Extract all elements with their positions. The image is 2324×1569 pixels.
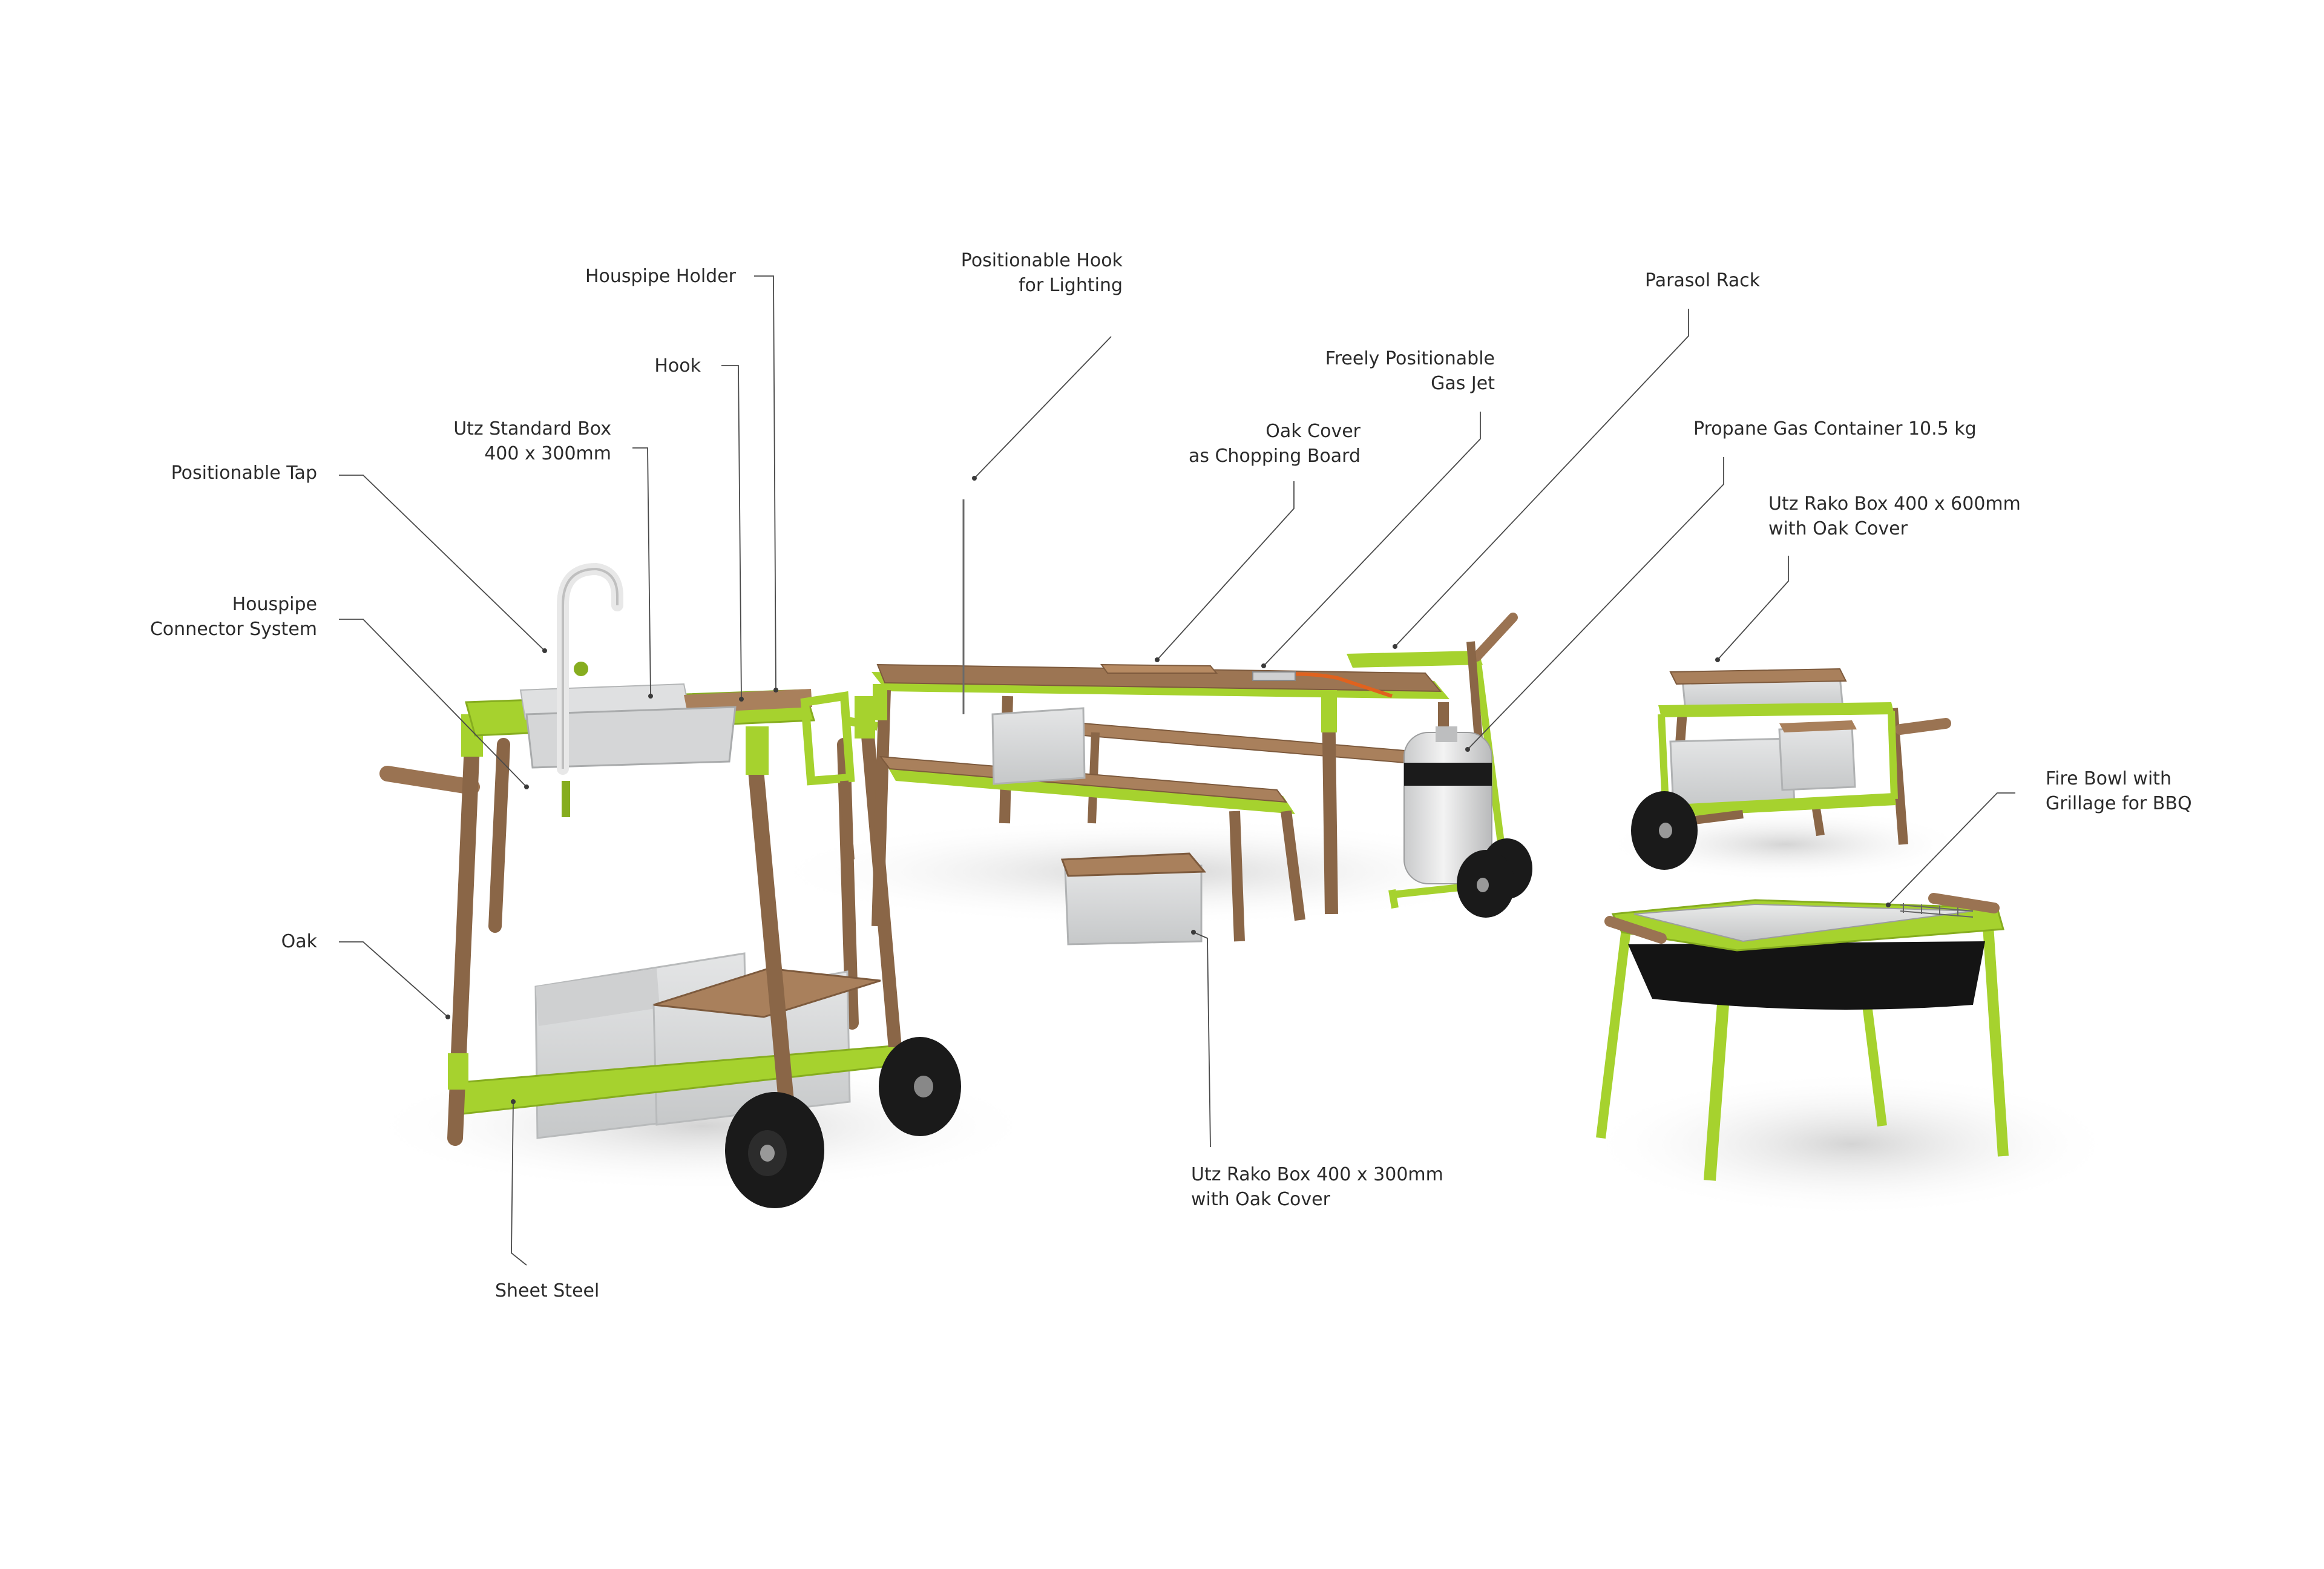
label-hook: Hook [654, 355, 701, 377]
label-houspipe-holder: Houspipe Holder [585, 266, 736, 287]
rako-storage-cart [1631, 668, 1951, 870]
cart-wheel-back [879, 1037, 961, 1136]
label-oak-cover-chopping: Oak Cover as Chopping Board [1188, 421, 1361, 467]
fire-bowl-bbq [1596, 893, 2009, 1181]
label-fire-bowl: Fire Bowl with Grillage for BBQ [2046, 768, 2192, 814]
label-houspipe-connector: Houspipe Connector System [149, 594, 317, 640]
label-parasol-rack: Parasol Rack [1645, 270, 1761, 291]
label-hook-lighting: Positionable Hook for Lighting [960, 250, 1123, 296]
label-gas-jet: Freely Positionable Gas Jet [1325, 348, 1495, 394]
label-positionable-tap: Positionable Tap [171, 462, 317, 484]
dining-table [840, 499, 1449, 946]
label-propane: Propane Gas Container 10.5 kg [1693, 418, 1977, 439]
leader-lines [339, 275, 2015, 1266]
shadow-fire-bowl [1586, 1071, 2118, 1217]
label-sheet-steel: Sheet Steel [495, 1280, 600, 1301]
label-utz-standard-box: Utz Standard Box 400 x 300mm [453, 418, 611, 464]
label-rako-300: Utz Rako Box 400 x 300mm with Oak Cover [1191, 1164, 1443, 1210]
label-rako-600: Utz Rako Box 400 x 600mm with Oak Cover [1768, 493, 2021, 539]
label-oak: Oak [281, 931, 317, 952]
gas-trolley [1347, 613, 1532, 918]
grillage [1900, 903, 1974, 918]
sink-cart [379, 562, 961, 1208]
cart-wheel-front [725, 1092, 824, 1208]
